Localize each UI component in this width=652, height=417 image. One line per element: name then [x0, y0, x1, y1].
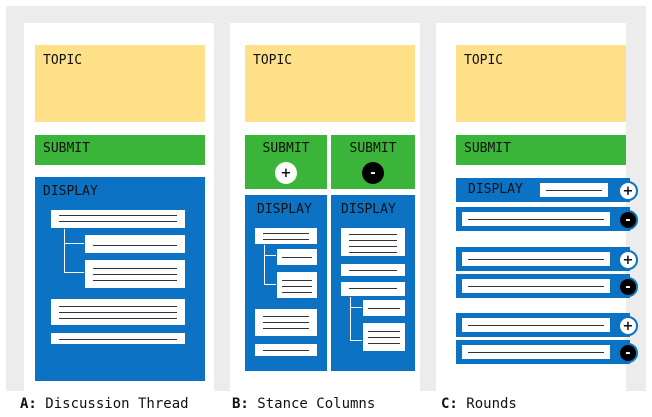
plus-glyph: + [280, 165, 292, 181]
display-label: DISPLAY [468, 182, 523, 197]
round-minus-strip [456, 340, 630, 364]
minus-glyph: - [370, 165, 376, 181]
minus-icon: - [618, 277, 638, 297]
caption-letter: C: [441, 396, 458, 412]
thread-post [340, 227, 406, 257]
diagram-frame: TOPIC SUBMIT DISPLAY TOPIC SUBMIT + SUBM… [6, 6, 646, 397]
thread-connector [350, 297, 351, 341]
round-minus-input [462, 279, 610, 293]
caption-b: B: Stance Columns [232, 396, 375, 412]
submit-box[interactable]: SUBMIT [35, 135, 205, 165]
round-plus-input [540, 183, 608, 197]
thread-reply [276, 271, 318, 299]
thread-connector [64, 243, 84, 244]
plus-icon: + [618, 250, 638, 270]
display-column-minus: DISPLAY [331, 195, 415, 371]
submit-label: SUBMIT [43, 141, 90, 156]
caption-c: C: Rounds [441, 396, 517, 412]
minus-icon: - [362, 162, 384, 184]
topic-label: TOPIC [464, 53, 504, 68]
plus-glyph: + [622, 183, 634, 199]
minus-glyph: - [625, 279, 631, 295]
caption-text: Rounds [457, 396, 517, 412]
display-box: DISPLAY [35, 177, 205, 381]
topic-box: TOPIC [35, 45, 205, 122]
round-plus-strip [456, 247, 630, 271]
submit-label: SUBMIT [464, 141, 511, 156]
thread-connector [264, 284, 276, 285]
submit-label: SUBMIT [262, 141, 310, 156]
thread-post [340, 281, 406, 297]
thread-post [254, 308, 318, 337]
thread-reply [362, 322, 406, 352]
panel-stance-columns: TOPIC SUBMIT + SUBMIT - DISPLAY DISPLAY [230, 23, 420, 397]
caption-text: Stance Columns [248, 396, 376, 412]
thread-post [254, 343, 318, 357]
round-minus-strip [456, 207, 630, 231]
thread-post [50, 332, 186, 345]
topic-box: TOPIC [245, 45, 415, 122]
thread-connector [350, 307, 362, 308]
round-plus-strip [456, 313, 630, 337]
caption-text: Discussion Thread [36, 396, 189, 412]
thread-connector [350, 340, 362, 341]
thread-post [340, 263, 406, 277]
thread-reply [276, 248, 318, 266]
caption-a: A: Discussion Thread [20, 396, 189, 412]
minus-icon: - [618, 343, 638, 363]
submit-box-plus[interactable]: SUBMIT + [245, 135, 327, 189]
submit-label: SUBMIT [349, 141, 397, 156]
plus-glyph: + [622, 252, 634, 268]
thread-reply [84, 234, 186, 254]
round-plus-input [462, 318, 610, 332]
display-column-plus: DISPLAY [245, 195, 327, 371]
plus-icon: + [618, 181, 638, 201]
thread-connector [264, 245, 265, 285]
plus-glyph: + [622, 318, 634, 334]
panel-rounds: TOPIC SUBMIT DISPLAY + - + - + - [436, 23, 638, 397]
plus-icon: + [618, 316, 638, 336]
topic-label: TOPIC [43, 53, 83, 68]
display-label: DISPLAY [341, 202, 396, 217]
minus-glyph: - [625, 212, 631, 228]
round-minus-input [462, 345, 610, 359]
round-plus-input [462, 252, 610, 266]
thread-connector [64, 272, 84, 273]
thread-post [254, 227, 318, 245]
thread-connector [264, 255, 276, 256]
thread-reply [84, 259, 186, 289]
display-label: DISPLAY [43, 184, 98, 199]
minus-icon: - [618, 210, 638, 230]
thread-post [50, 209, 186, 229]
minus-glyph: - [625, 345, 631, 361]
round-minus-strip [456, 274, 630, 298]
thread-connector [64, 229, 65, 273]
display-label: DISPLAY [257, 202, 312, 217]
caption-letter: B: [232, 396, 249, 412]
panel-discussion-thread: TOPIC SUBMIT DISPLAY [24, 23, 214, 397]
topic-label: TOPIC [253, 53, 293, 68]
plus-icon: + [275, 162, 297, 184]
thread-reply [362, 299, 406, 317]
submit-box[interactable]: SUBMIT [456, 135, 626, 165]
topic-box: TOPIC [456, 45, 626, 122]
caption-letter: A: [20, 396, 37, 412]
submit-box-minus[interactable]: SUBMIT - [331, 135, 415, 189]
round-plus-strip: DISPLAY [456, 178, 630, 202]
thread-post [50, 298, 186, 326]
round-minus-input [462, 212, 610, 226]
